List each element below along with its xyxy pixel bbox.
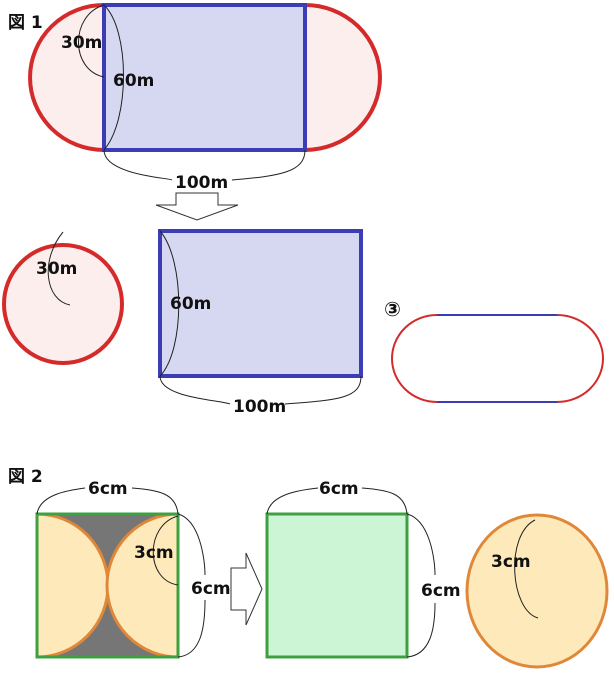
radius-brace — [78, 4, 105, 78]
rect-height-brace — [159, 230, 180, 377]
side-brace — [177, 513, 206, 658]
right-half-circle — [105, 512, 180, 659]
figure-2: 図 2 6cm 3cm 6cm 6cm 6cm 3cm — [8, 467, 609, 669]
rect-width-brace — [159, 375, 362, 405]
outline-right-arc — [556, 314, 604, 403]
circle-radius-label: 30m — [36, 259, 77, 279]
width-brace — [103, 149, 306, 181]
square-top-label: 6cm — [319, 479, 359, 499]
side-label: 6cm — [191, 579, 231, 599]
combined-circle-2 — [465, 513, 609, 669]
circle-radius-label-2: 3cm — [491, 552, 531, 572]
circle-radius-brace — [47, 231, 71, 306]
top-width-brace — [36, 487, 179, 515]
figure-2-title: 図 2 — [8, 467, 43, 487]
right-semicircle — [303, 2, 382, 153]
arrow-down-icon — [155, 192, 239, 221]
height-brace — [103, 4, 124, 151]
width-label: 100m — [175, 173, 228, 193]
figure-1-title: 図 1 — [8, 13, 43, 33]
circle-radius-brace-2 — [514, 519, 539, 619]
square-side-label: 6cm — [421, 581, 461, 601]
combined-circle — [2, 243, 124, 365]
track-rectangle — [102, 3, 307, 152]
top-width-label: 6cm — [88, 479, 128, 499]
square-top-brace — [266, 487, 408, 515]
rect-width-label: 100m — [233, 397, 286, 417]
radius-label-2: 3cm — [134, 543, 174, 563]
figure-1: 図 1 30m 60m 100m 30m 60m 100m ③ — [2, 2, 604, 417]
green-square — [265, 512, 409, 659]
height-label: 60m — [113, 71, 154, 91]
center-rectangle — [158, 229, 363, 378]
rect-height-label: 60m — [170, 294, 211, 314]
square-side-brace — [406, 513, 436, 658]
radius-label: 30m — [61, 33, 102, 53]
arrow-right-icon — [230, 552, 263, 626]
left-semicircle — [28, 2, 106, 153]
marker-3: ③ — [384, 297, 401, 321]
radius-brace-2 — [152, 515, 179, 586]
square-outline — [35, 512, 180, 659]
outline-left-arc — [391, 314, 438, 403]
